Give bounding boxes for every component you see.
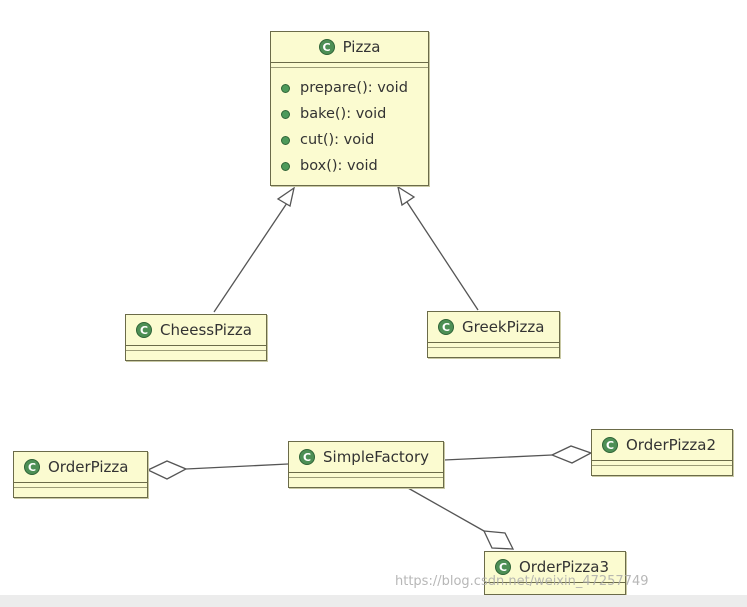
aggregation-diamond-orderpizza2	[550, 445, 593, 464]
operation-label: prepare(): void	[300, 80, 408, 96]
divider	[271, 67, 428, 71]
watermark: https://blog.csdn.net/weixin_47257749	[395, 574, 649, 589]
divider	[126, 345, 266, 349]
class-name: OrderPizza3	[519, 558, 609, 576]
operation-label: cut(): void	[300, 132, 375, 148]
aggregation-line-orderpizza3	[407, 487, 485, 532]
class-pizza[interactable]: C Pizza prepare(): void bake(): void cut…	[270, 31, 429, 186]
divider	[271, 62, 428, 66]
divider	[289, 477, 443, 481]
class-name: OrderPizza	[48, 458, 129, 476]
divider	[592, 460, 732, 464]
public-method-icon	[281, 109, 290, 119]
bottom-bar	[0, 595, 747, 607]
class-icon: C	[24, 459, 40, 475]
divider	[428, 347, 559, 351]
divider	[592, 465, 732, 469]
class-name: GreekPizza	[462, 318, 545, 336]
divider	[126, 350, 266, 354]
class-cheesspizza[interactable]: C CheessPizza	[125, 314, 267, 361]
divider	[289, 472, 443, 476]
generalization-line-cheesspizza	[213, 202, 288, 313]
operations-compartment: prepare(): void bake(): void cut(): void…	[271, 71, 428, 179]
class-simplefactory[interactable]: C SimpleFactory	[288, 441, 444, 488]
divider	[485, 582, 625, 586]
operation-item[interactable]: cut(): void	[271, 127, 428, 153]
generalization-arrow-greekpizza	[397, 185, 416, 207]
public-method-icon	[281, 83, 290, 93]
class-icon: C	[602, 437, 618, 453]
class-header: C CheessPizza	[126, 315, 266, 345]
class-orderpizza2[interactable]: C OrderPizza2	[591, 429, 733, 476]
operation-item[interactable]: box(): void	[271, 153, 428, 179]
class-name: CheessPizza	[160, 321, 252, 339]
class-icon: C	[495, 559, 511, 575]
divider	[428, 342, 559, 346]
aggregation-diamond-orderpizza3	[482, 530, 515, 550]
operation-item[interactable]: prepare(): void	[271, 75, 428, 101]
divider	[14, 487, 147, 491]
aggregation-line-orderpizza	[185, 463, 289, 470]
operation-label: bake(): void	[300, 106, 387, 122]
class-name: SimpleFactory	[323, 448, 430, 466]
class-icon: C	[299, 449, 315, 465]
public-method-icon	[281, 161, 290, 171]
class-icon: C	[318, 39, 335, 55]
operation-item[interactable]: bake(): void	[271, 101, 428, 127]
operation-label: box(): void	[300, 158, 378, 174]
class-greekpizza[interactable]: C GreekPizza	[427, 311, 560, 358]
class-header: C OrderPizza	[14, 452, 147, 482]
generalization-line-greekpizza	[406, 201, 479, 311]
class-header: C SimpleFactory	[289, 442, 443, 472]
aggregation-line-orderpizza2	[443, 454, 553, 461]
public-method-icon	[281, 135, 290, 145]
aggregation-diamond-orderpizza	[146, 460, 188, 480]
class-header: C Pizza	[271, 32, 428, 62]
class-header: C OrderPizza3	[485, 552, 625, 582]
class-orderpizza3[interactable]: C OrderPizza3	[484, 551, 626, 595]
class-orderpizza[interactable]: C OrderPizza	[13, 451, 148, 498]
generalization-arrow-cheesspizza	[276, 186, 295, 208]
class-name: OrderPizza2	[626, 436, 716, 454]
class-name: Pizza	[342, 38, 381, 56]
class-icon: C	[438, 319, 454, 335]
class-icon: C	[136, 322, 152, 338]
class-header: C OrderPizza2	[592, 430, 732, 460]
class-header: C GreekPizza	[428, 312, 559, 342]
divider	[14, 482, 147, 486]
